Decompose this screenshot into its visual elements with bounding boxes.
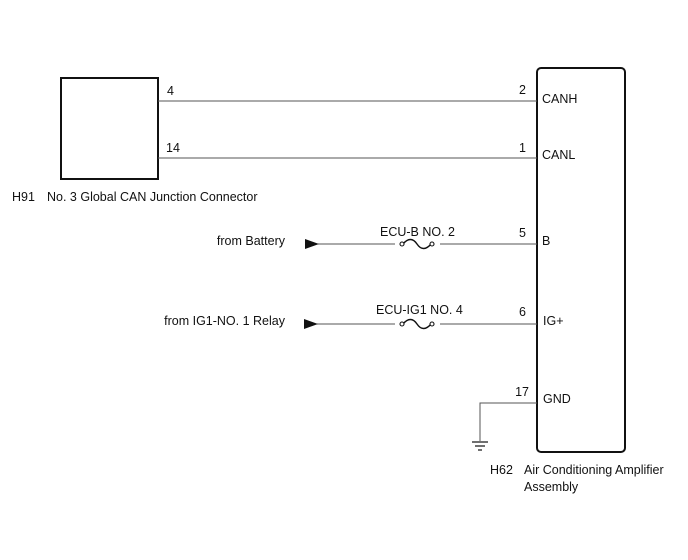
h62-pin-17: 17 [515,385,529,399]
h91-name: No. 3 Global CAN Junction Connector [47,190,258,204]
h62-label-ig: IG+ [543,314,564,328]
h62-name-line2: Assembly [524,480,579,494]
fuse-icon [395,318,440,330]
fuse-label-ecu-ig1: ECU-IG1 NO. 4 [376,303,463,317]
h91-code: H91 [12,190,35,204]
h91-connector-box [60,77,159,180]
h62-pin-2: 2 [519,83,526,97]
h62-label-canh: CANH [542,92,577,106]
h62-pin-1: 1 [519,141,526,155]
h62-name-line1: Air Conditioning Amplifier [524,463,664,477]
wire-gnd [479,402,537,441]
source-ig1-label: from IG1-NO. 1 Relay [164,314,286,328]
h62-label-b: B [542,234,550,248]
h62-code: H62 [490,463,513,477]
h62-pin-5: 5 [519,226,526,240]
fuse-label-ecu-b: ECU-B NO. 2 [380,225,455,239]
h62-pin-6: 6 [519,305,526,319]
h62-amplifier-box [536,67,626,453]
h62-label-gnd: GND [543,392,571,406]
h91-pin-14: 14 [166,141,180,155]
ground-icon [472,441,488,451]
fuse-icon [395,238,440,250]
source-battery-label: from Battery [217,234,286,248]
ig1-arrow-icon [304,319,318,329]
h91-pin-4: 4 [167,84,174,98]
battery-arrow-icon [305,239,319,249]
h62-label-canl: CANL [542,148,575,162]
